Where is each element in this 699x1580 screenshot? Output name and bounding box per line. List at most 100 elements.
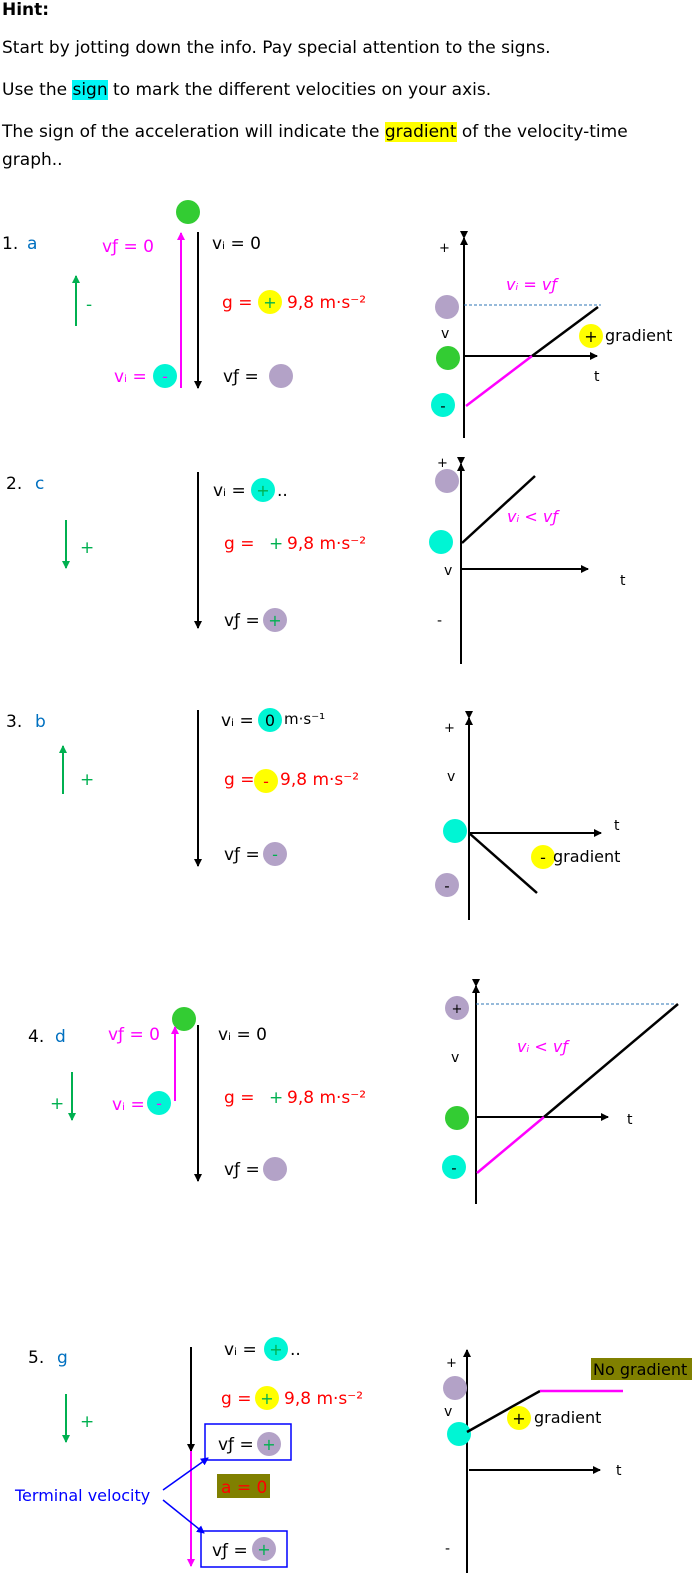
vi-sign: + bbox=[256, 481, 269, 500]
vf-sign: + bbox=[262, 1435, 275, 1454]
no-gradient-box bbox=[591, 1358, 692, 1380]
problem-5-letter: g bbox=[57, 1348, 68, 1368]
graph-line-positive bbox=[466, 1389, 541, 1434]
graph-v-label: v bbox=[444, 1404, 452, 1420]
vf-sign-2: + bbox=[257, 1540, 270, 1559]
gradient-sign: - bbox=[540, 848, 546, 867]
graph-t-label: t bbox=[620, 573, 626, 589]
highlight-gradient: gradient bbox=[384, 122, 457, 142]
g-label: g = bbox=[222, 293, 252, 313]
vf-label: vƒ = bbox=[224, 845, 260, 865]
vi-zero: 0 bbox=[265, 711, 275, 730]
graph-line bbox=[468, 832, 538, 894]
gradient-sign: + bbox=[512, 1409, 525, 1428]
problem-4-number: 4. bbox=[28, 1027, 44, 1047]
direction-sign: + bbox=[80, 1412, 94, 1432]
g-label: g = bbox=[224, 534, 254, 554]
graph-cyan-dot bbox=[442, 1155, 466, 1179]
hint-line-3: The sign of the acceleration will indica… bbox=[2, 122, 628, 142]
g-value: 9,8 m·s⁻² bbox=[280, 770, 359, 790]
graph-minus: - bbox=[437, 613, 442, 629]
g-value: 9,8 m·s⁻² bbox=[287, 1088, 366, 1108]
graph-line-positive bbox=[543, 1003, 679, 1118]
problem-1-number: 1. bbox=[2, 234, 18, 254]
vi-label: vᵢ = 0 bbox=[218, 1025, 267, 1045]
graph-annotation: vᵢ < vƒ bbox=[517, 1037, 570, 1056]
direction-sign: + bbox=[80, 538, 94, 558]
direction-sign: - bbox=[86, 295, 92, 315]
problem-5-number: 5. bbox=[28, 1348, 44, 1368]
terminal-velocity-label: Terminal velocity bbox=[14, 1486, 150, 1505]
vi-sign-circle bbox=[264, 1337, 288, 1361]
vi-sign-circle bbox=[153, 364, 177, 388]
graph-t-label: t bbox=[627, 1112, 633, 1128]
problem-5: 5. g + vᵢ = + .. g = + 9,8 m·s⁻² vƒ = + … bbox=[14, 1337, 692, 1573]
vf-label: vƒ = bbox=[218, 1435, 254, 1455]
graph-plus: + bbox=[446, 1356, 457, 1371]
graph-plus: + bbox=[444, 721, 455, 736]
vf-sign: + bbox=[268, 611, 281, 630]
vi-sign-circle bbox=[147, 1091, 171, 1115]
vf-sign-circle bbox=[257, 1432, 281, 1456]
left-vi-label: vᵢ = bbox=[114, 367, 147, 387]
graph-cyan-dot bbox=[443, 819, 467, 843]
graph-line-negative bbox=[465, 355, 533, 407]
graph-plus: + bbox=[437, 456, 448, 471]
left-vi-sign: - bbox=[162, 367, 168, 386]
terminal-arrow-1 bbox=[162, 1457, 209, 1491]
vf-box-1 bbox=[204, 1423, 292, 1461]
problem-2-number: 2. bbox=[6, 474, 22, 494]
direction-sign: + bbox=[80, 770, 94, 790]
hint-title: Hint: bbox=[2, 0, 50, 20]
vf-sign-circle-2 bbox=[252, 1537, 276, 1561]
graph-lilac-dot bbox=[435, 873, 459, 897]
graph-v-label: v bbox=[447, 769, 455, 785]
a-zero-label: a = 0 bbox=[221, 1478, 267, 1498]
g-sign: - bbox=[263, 772, 269, 791]
graph-v-label: v bbox=[441, 326, 449, 342]
vi-zero-circle bbox=[258, 708, 282, 732]
graph-green-dot bbox=[436, 346, 460, 370]
graph-cyan-dot bbox=[429, 530, 453, 554]
graph-lilac-dot bbox=[445, 996, 469, 1020]
vf-label: vƒ = bbox=[223, 367, 259, 387]
left-vi-label: vᵢ = bbox=[112, 1095, 145, 1115]
graph-lilac-dot bbox=[443, 1376, 467, 1400]
graph-cyan-sign: - bbox=[440, 397, 445, 415]
hint-line-2: Use the sign to mark the different veloc… bbox=[2, 80, 492, 100]
problem-3-letter: b bbox=[35, 712, 46, 732]
vf-sign-circle bbox=[263, 608, 287, 632]
g-sign: + bbox=[260, 1389, 273, 1408]
hint-line-1: Start by jotting down the info. Pay spec… bbox=[2, 38, 551, 58]
vf-box-2 bbox=[200, 1530, 288, 1568]
g-value: 9,8 m·s⁻² bbox=[287, 534, 366, 554]
graph-lilac-dot bbox=[435, 469, 459, 493]
vf-sign-circle bbox=[269, 364, 293, 388]
vi-sign-circle bbox=[251, 478, 275, 502]
vi-suffix: .. bbox=[277, 481, 288, 501]
graph-annotation: vᵢ < vƒ bbox=[507, 507, 560, 526]
gradient-label: gradient bbox=[605, 326, 672, 345]
g-sign: + bbox=[269, 534, 283, 554]
graph-plus: + bbox=[452, 1002, 463, 1017]
g-sign-circle bbox=[255, 1386, 279, 1410]
g-sign-circle bbox=[254, 769, 278, 793]
graph-v-label: v bbox=[444, 563, 452, 579]
problem-4-letter: d bbox=[55, 1027, 66, 1047]
g-sign: + bbox=[263, 293, 276, 312]
graph-lilac-dot bbox=[435, 295, 459, 319]
g-value: 9,8 m·s⁻² bbox=[284, 1389, 363, 1409]
problem-1: 1. a - vƒ = 0 vᵢ = - vᵢ = 0 g = + 9,8 m·… bbox=[2, 200, 672, 438]
graph-t-label: t bbox=[614, 818, 620, 834]
vf-sign-circle bbox=[263, 842, 287, 866]
g-value: 9,8 m·s⁻² bbox=[287, 293, 366, 313]
top-position-dot bbox=[172, 1007, 196, 1031]
gradient-label: gradient bbox=[534, 1408, 601, 1427]
graph-v-label: v bbox=[451, 1050, 459, 1066]
hint-line-4: graph.. bbox=[2, 150, 63, 170]
graph-cyan-dot bbox=[447, 1422, 471, 1446]
problem-4: 4. d + vƒ = 0 vᵢ = - vᵢ = 0 g = + 9,8 m·… bbox=[28, 979, 679, 1204]
vi-label: vᵢ = 0 bbox=[212, 234, 261, 254]
graph-line-positive bbox=[531, 305, 599, 358]
graph-annotation: vᵢ = vƒ bbox=[506, 275, 559, 294]
